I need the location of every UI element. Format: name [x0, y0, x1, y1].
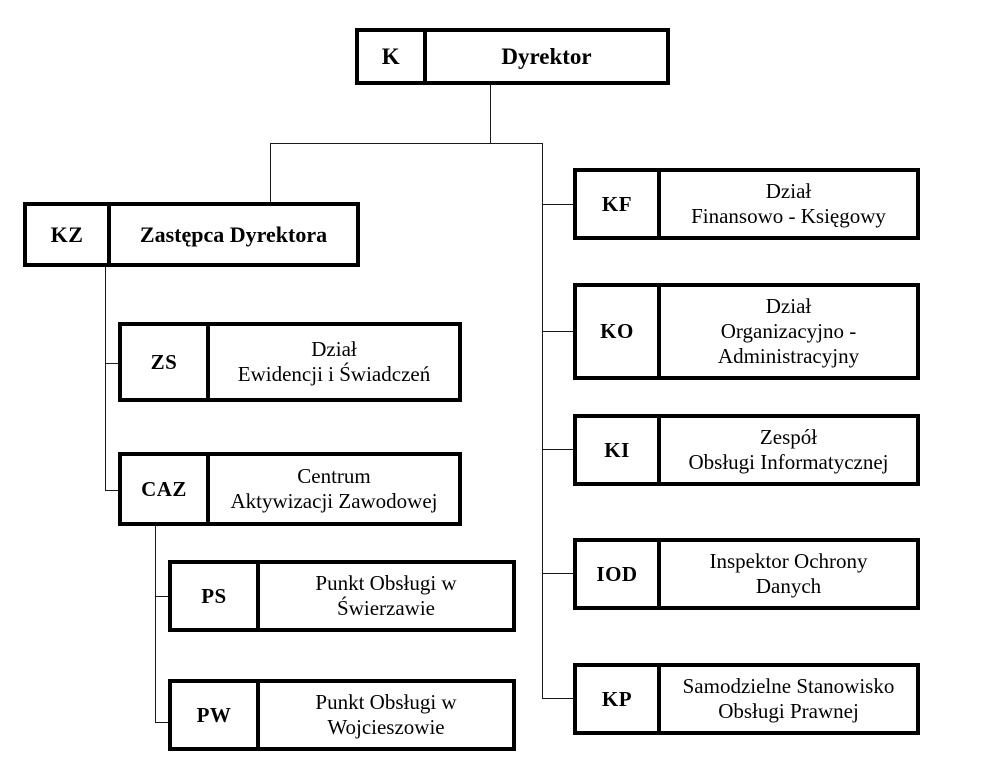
node-label-dyrektor: Dyrektor	[501, 43, 592, 69]
node-zs[interactable]: ZS Dział Ewidencji i Świadczeń	[118, 322, 462, 402]
node-iod[interactable]: IOD Inspektor Ochrony Danych	[573, 538, 920, 610]
node-label-iod: Inspektor Ochrony Danych	[709, 549, 868, 598]
connector-stub-kp	[542, 698, 575, 699]
node-code-zastepca-dyrektora: KZ	[27, 206, 111, 263]
node-code-pw: PW	[172, 683, 260, 747]
node-label-ko: Dział Organizacyjno - Administracyjny	[717, 294, 860, 368]
connector-stub-kf	[542, 204, 575, 205]
node-code-caz: CAZ	[122, 456, 210, 522]
node-label-zs: Dział Ewidencji i Świadczeń	[237, 337, 431, 386]
node-pw[interactable]: PW Punkt Obsługi w Wojcieszowie	[168, 679, 516, 751]
node-kp[interactable]: KP Samodzielne Stanowisko Obsługi Prawne…	[573, 663, 920, 735]
connector-stub-zs	[105, 363, 120, 364]
node-code-zs: ZS	[122, 326, 210, 398]
node-label-kf: Dział Finansowo - Księgowy	[691, 179, 886, 228]
connector-stub-ki	[542, 449, 575, 450]
connector-stub-ps	[155, 596, 170, 597]
connector-stub-iod	[542, 573, 575, 574]
node-code-ps: PS	[172, 564, 260, 628]
node-label-zastepca-dyrektora: Zastępca Dyrektora	[139, 221, 328, 247]
node-label-kp: Samodzielne Stanowisko Obsługi Prawnej	[682, 674, 895, 723]
node-label-caz: Centrum Aktywizacji Zawodowej	[230, 464, 438, 513]
node-caz[interactable]: CAZ Centrum Aktywizacji Zawodowej	[118, 452, 462, 526]
connector-right-trunk	[542, 143, 543, 699]
node-ps[interactable]: PS Punkt Obsługi w Świerzawie	[168, 560, 516, 632]
node-label-pw: Punkt Obsługi w Wojcieszowie	[315, 690, 457, 739]
node-kf[interactable]: KF Dział Finansowo - Księgowy	[573, 168, 920, 240]
node-label-ki: Zespół Obsługi Informatycznej	[688, 425, 889, 474]
connector-stub-caz	[105, 490, 120, 491]
connector-stub-ko	[542, 331, 575, 332]
connector-main-bus	[270, 143, 543, 144]
node-code-ki: KI	[577, 418, 661, 482]
connector-stub-pw	[155, 722, 170, 723]
node-code-kp: KP	[577, 667, 661, 731]
node-code-ko: KO	[577, 287, 661, 376]
node-zastepca-dyrektora[interactable]: KZ Zastępca Dyrektora	[23, 202, 360, 267]
node-ki[interactable]: KI Zespół Obsługi Informatycznej	[573, 414, 920, 486]
connector-deputy-drop	[270, 143, 271, 203]
node-dyrektor[interactable]: K Dyrektor	[355, 28, 670, 85]
node-label-ps: Punkt Obsługi w Świerzawie	[315, 571, 457, 620]
connector-deputy-trunk	[105, 267, 106, 491]
node-code-kf: KF	[577, 172, 661, 236]
connector-root-drop	[490, 85, 491, 144]
node-code-iod: IOD	[577, 542, 661, 606]
connector-caz-trunk	[155, 524, 156, 723]
node-code-dyrektor: K	[359, 32, 427, 81]
node-ko[interactable]: KO Dział Organizacyjno - Administracyjny	[573, 283, 920, 380]
